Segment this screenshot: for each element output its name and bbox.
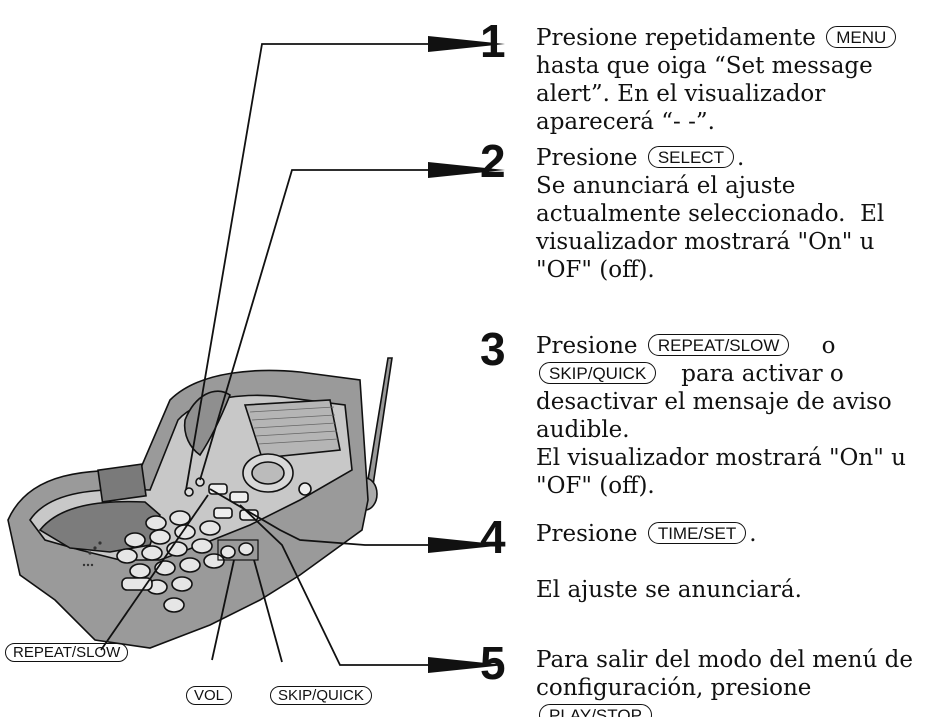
step-text-segment: visualizador mostrará "On" u <box>536 229 875 255</box>
callout-repeat-slow: REPEAT/SLOW <box>2 643 131 663</box>
step-line: "OF" (off). <box>536 256 916 284</box>
step-line <box>536 548 916 576</box>
step-line: El visualizador mostrará "On" u <box>536 444 916 472</box>
step-text-segment: hasta que oiga “Set message <box>536 53 873 79</box>
step-text-segment: Presione <box>536 333 645 359</box>
step-line: Presione REPEAT/SLOW o <box>536 332 916 360</box>
step-text-segment: Se anunciará el ajuste <box>536 173 796 199</box>
step-number: 1 <box>480 15 506 67</box>
step-text-segment: Presione repetidamente <box>536 25 824 51</box>
repeat-slow-key-label: REPEAT/SLOW <box>5 643 129 662</box>
step-line: desactivar el mensaje de aviso <box>536 388 916 416</box>
step-line: configuración, presione <box>536 674 916 702</box>
step-line: SKIP/QUICK para activar o <box>536 360 916 388</box>
step-text-segment: actualmente seleccionado. El <box>536 201 885 227</box>
skip-quick-key-label: SKIP/QUICK <box>270 686 372 705</box>
key-label: MENU <box>826 26 897 48</box>
step-line: Para salir del modo del menú de <box>536 646 916 674</box>
step-text-segment: Presione <box>536 521 645 547</box>
step-number: 3 <box>480 323 506 375</box>
step-text-segment <box>536 549 543 575</box>
step-text-segment: Presione <box>536 145 645 171</box>
step-line: El ajuste se anunciará. <box>536 576 916 604</box>
step-number: 2 <box>480 135 506 187</box>
step-line: Presione repetidamente MENU <box>536 24 916 52</box>
step-text-segment: aparecerá “- -”. <box>536 109 715 135</box>
step-text-segment: "OF" (off). <box>536 257 655 283</box>
step-text-segment: desactivar el mensaje de aviso <box>536 389 892 415</box>
key-label: SKIP/QUICK <box>539 362 657 384</box>
answering-machine-base <box>7 357 393 649</box>
step-line: "OF" (off). <box>536 472 916 500</box>
callout-skip-quick: SKIP/QUICK <box>267 686 375 706</box>
step-text-segment: . <box>749 521 757 547</box>
step-text-segment: Para salir del modo del menú de <box>536 647 913 673</box>
step-line: aparecerá “- -”. <box>536 108 916 136</box>
step-line: alert”. En el visualizador <box>536 80 916 108</box>
step-number: 4 <box>480 511 506 563</box>
step-line: actualmente seleccionado. El <box>536 200 916 228</box>
callout-leader-lines <box>100 43 478 666</box>
step-number: 5 <box>480 637 506 689</box>
step-text-segment: alert”. En el visualizador <box>536 81 826 107</box>
step-line: PLAY/STOP. <box>536 702 916 717</box>
callout-vol: VOL <box>183 686 235 706</box>
step-text-segment: configuración, presione <box>536 675 812 701</box>
step-text-segment: . <box>654 703 663 717</box>
step-text-segment: audible. <box>536 417 630 443</box>
key-label: TIME/SET <box>647 522 747 544</box>
step-line: Se anunciará el ajuste <box>536 172 916 200</box>
step-line: audible. <box>536 416 916 444</box>
step-line: Presione SELECT. <box>536 144 916 172</box>
key-label: SELECT <box>647 146 734 168</box>
step-line: Presione TIME/SET. <box>536 520 916 548</box>
step-text-segment: El ajuste se anunciará. <box>536 577 802 603</box>
key-label: REPEAT/SLOW <box>647 334 790 356</box>
step-text-segment: "OF" (off). <box>536 473 655 499</box>
step-text-segment: El visualizador mostrará "On" u <box>536 445 906 471</box>
vol-key-label: VOL <box>186 686 233 705</box>
step-text-segment: o <box>792 333 836 359</box>
step-text-segment: . <box>736 145 745 171</box>
arrowheads <box>428 36 505 673</box>
step-line: hasta que oiga “Set message <box>536 52 916 80</box>
step-text-segment: para activar o <box>659 361 844 387</box>
key-label: PLAY/STOP <box>539 704 652 717</box>
step-line: visualizador mostrará "On" u <box>536 228 916 256</box>
step-text: Presione TIME/SET. El ajuste se anunciar… <box>536 520 916 604</box>
